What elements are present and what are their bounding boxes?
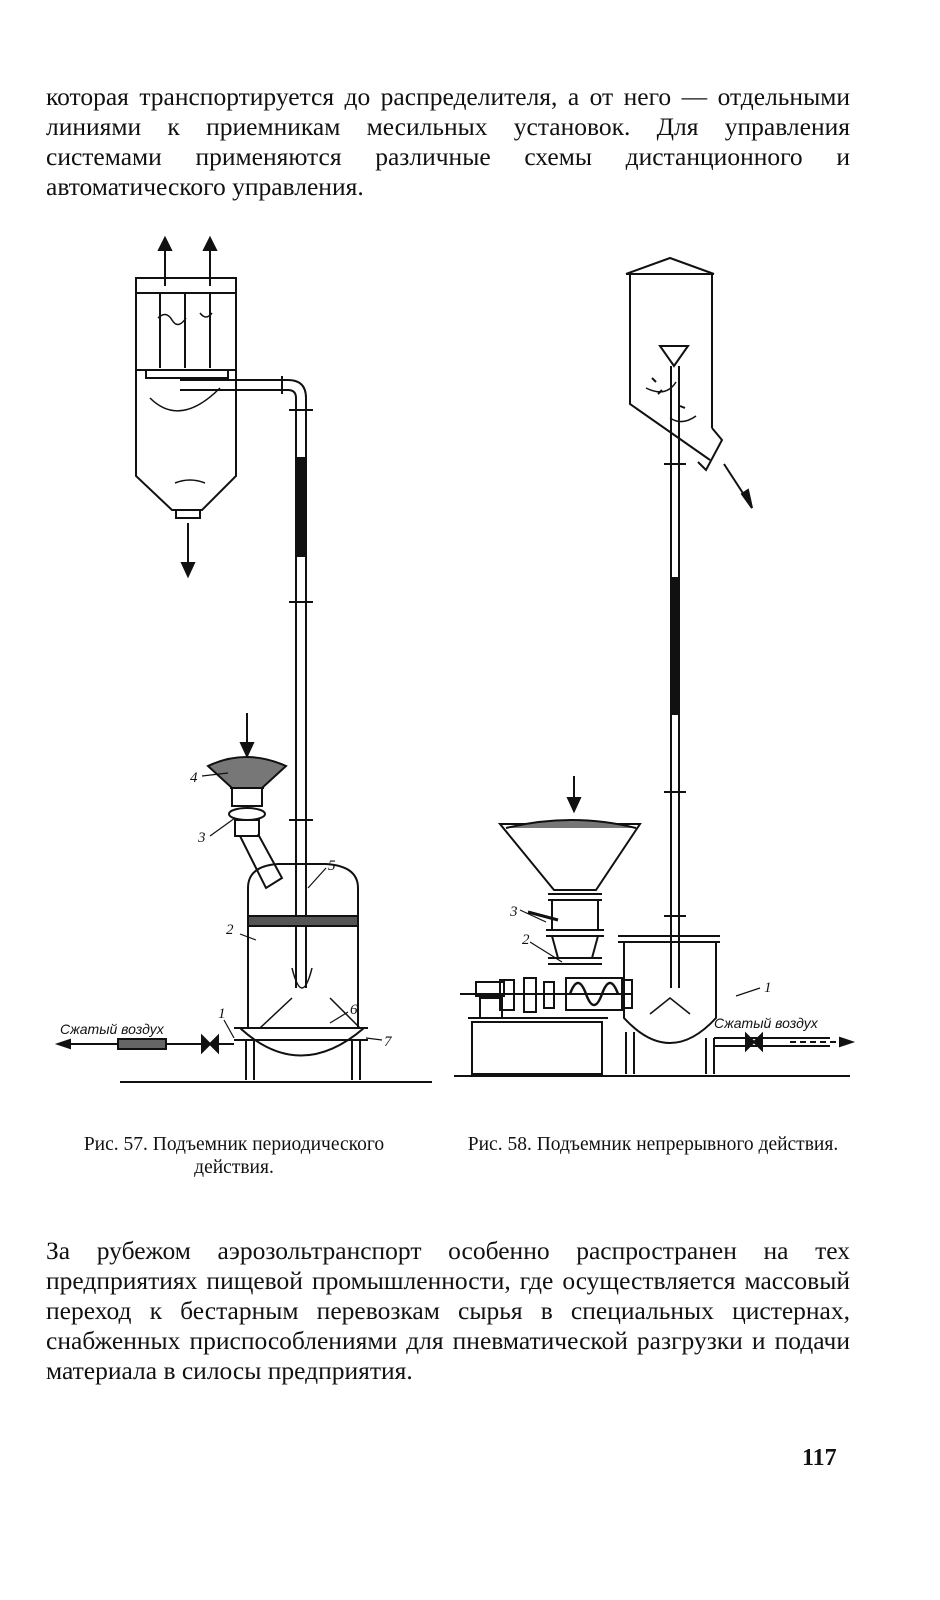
fig58-label-3: 3 (509, 904, 518, 920)
figure-57-drawing (54, 235, 432, 1083)
fig58-air-label: Сжатый воздух (714, 1015, 819, 1031)
fig58-label-2: 2 (522, 932, 530, 948)
fig57-label-1: 1 (218, 1006, 226, 1022)
fig57-label-3: 3 (197, 830, 206, 846)
fig57-air-label: Сжатый воздух (60, 1021, 165, 1037)
caption-figure-58: Рис. 58. Подъемник непрерывного действия… (467, 1134, 839, 1155)
fig57-label-6: 6 (350, 1002, 358, 1018)
caption-figure-57: Рис. 57. Подъемник периодического действ… (83, 1134, 385, 1178)
figure-58-drawing (454, 256, 856, 1077)
fig57-label-7: 7 (384, 1034, 393, 1050)
fig57-label-2: 2 (226, 922, 234, 938)
fig57-label-5: 5 (328, 858, 336, 874)
paragraph-intro: которая транспортируется до распределите… (46, 82, 850, 201)
figures-area: 4 3 2 5 6 7 1 Сжатый воздух 3 2 1 Сжатый… (30, 228, 910, 1118)
fig58-label-1: 1 (764, 980, 772, 996)
fig57-label-4: 4 (190, 770, 198, 786)
page-number: 117 (802, 1445, 837, 1471)
paragraph-outro: За рубежом аэрозольтранспорт особенно ра… (46, 1236, 850, 1385)
